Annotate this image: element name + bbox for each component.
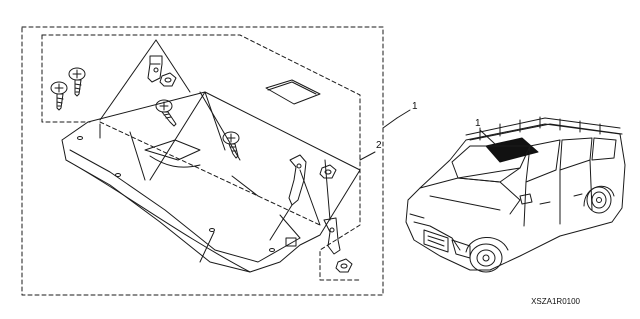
adhesive-pad xyxy=(265,79,321,105)
leader-lines xyxy=(99,39,331,263)
callout-deflector: 2 xyxy=(359,140,382,161)
callout-kit-label: 1 xyxy=(412,101,418,112)
vehicle-illustration xyxy=(405,116,626,273)
nut-lower xyxy=(335,258,353,273)
callout-kit: 1 xyxy=(382,101,418,129)
screw-2 xyxy=(68,67,86,97)
callout-deflector-label: 2 xyxy=(376,140,382,151)
kit-boundary xyxy=(21,26,384,296)
wind-deflector-shield xyxy=(61,91,361,273)
nut-middle xyxy=(319,164,337,179)
bracket-lower xyxy=(323,217,341,255)
nut-top xyxy=(159,72,177,87)
part-number-label: XSZA1R0100 xyxy=(531,297,580,306)
deflector-assembly-boundary xyxy=(41,34,361,281)
installed-deflector xyxy=(485,137,539,163)
screw-3 xyxy=(155,99,177,127)
bracket-middle xyxy=(288,154,307,206)
screw-1 xyxy=(50,81,68,111)
bracket-top xyxy=(147,55,163,83)
callout-vehicle-roof-label: 1 xyxy=(475,118,481,129)
